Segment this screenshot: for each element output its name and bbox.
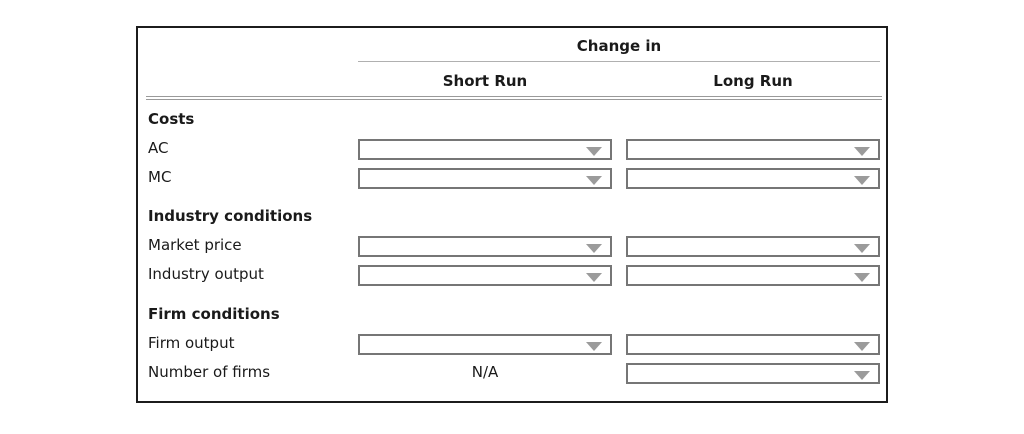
chevron-down-icon (586, 243, 602, 253)
row-label-ac: AC (148, 139, 169, 157)
chevron-down-icon (586, 175, 602, 185)
chevron-down-icon (854, 175, 870, 185)
section-header-row-industry-conditions: Industry conditions (138, 205, 886, 234)
select-firm-output-short-run[interactable] (358, 334, 612, 355)
chevron-down-icon (854, 341, 870, 351)
group-header-change-in: Change in (576, 37, 662, 55)
table-row-firm-output: Firm output (138, 332, 886, 361)
section-header-row-firm-conditions: Firm conditions (138, 303, 886, 332)
table-row-market-price: Market price (138, 234, 886, 263)
section-title-costs: Costs (148, 110, 195, 128)
select-mc-short-run[interactable] (358, 168, 612, 189)
chevron-down-icon (586, 272, 602, 282)
table-row-number-of-firms: Number of firms N/A (138, 361, 886, 390)
table-inner: Change in Short Run Long Run Costs AC (138, 28, 886, 401)
select-number-of-firms-long-run[interactable] (626, 363, 880, 384)
group-header-rule (358, 61, 880, 62)
table-row-ac: AC (138, 137, 886, 166)
section-header-row-costs: Costs (138, 108, 886, 137)
row-label-firm-output: Firm output (148, 334, 235, 352)
chevron-down-icon (854, 243, 870, 253)
select-firm-output-long-run[interactable] (626, 334, 880, 355)
select-ac-long-run[interactable] (626, 139, 880, 160)
select-market-price-long-run[interactable] (626, 236, 880, 257)
select-industry-output-short-run[interactable] (358, 265, 612, 286)
chevron-down-icon (854, 272, 870, 282)
chevron-down-icon (854, 146, 870, 156)
section-title-firm-conditions: Firm conditions (148, 305, 280, 323)
row-label-market-price: Market price (148, 236, 242, 254)
row-label-mc: MC (148, 168, 172, 186)
select-ac-short-run[interactable] (358, 139, 612, 160)
row-label-industry-output: Industry output (148, 265, 264, 283)
chevron-down-icon (586, 146, 602, 156)
table-row-industry-output: Industry output (138, 263, 886, 292)
section-title-industry-conditions: Industry conditions (148, 207, 313, 225)
comparative-statics-table: Change in Short Run Long Run Costs AC (136, 26, 888, 403)
table-row-mc: MC (138, 166, 886, 195)
select-market-price-short-run[interactable] (358, 236, 612, 257)
cell-number-of-firms-short-run-na: N/A (471, 363, 499, 381)
column-header-long-run: Long Run (713, 72, 793, 90)
chevron-down-icon (854, 370, 870, 380)
header-rule-lower (146, 99, 882, 100)
column-header-short-run: Short Run (442, 72, 528, 90)
select-industry-output-long-run[interactable] (626, 265, 880, 286)
select-mc-long-run[interactable] (626, 168, 880, 189)
header-rule-upper (146, 96, 882, 97)
row-label-number-of-firms: Number of firms (148, 363, 271, 381)
chevron-down-icon (586, 341, 602, 351)
